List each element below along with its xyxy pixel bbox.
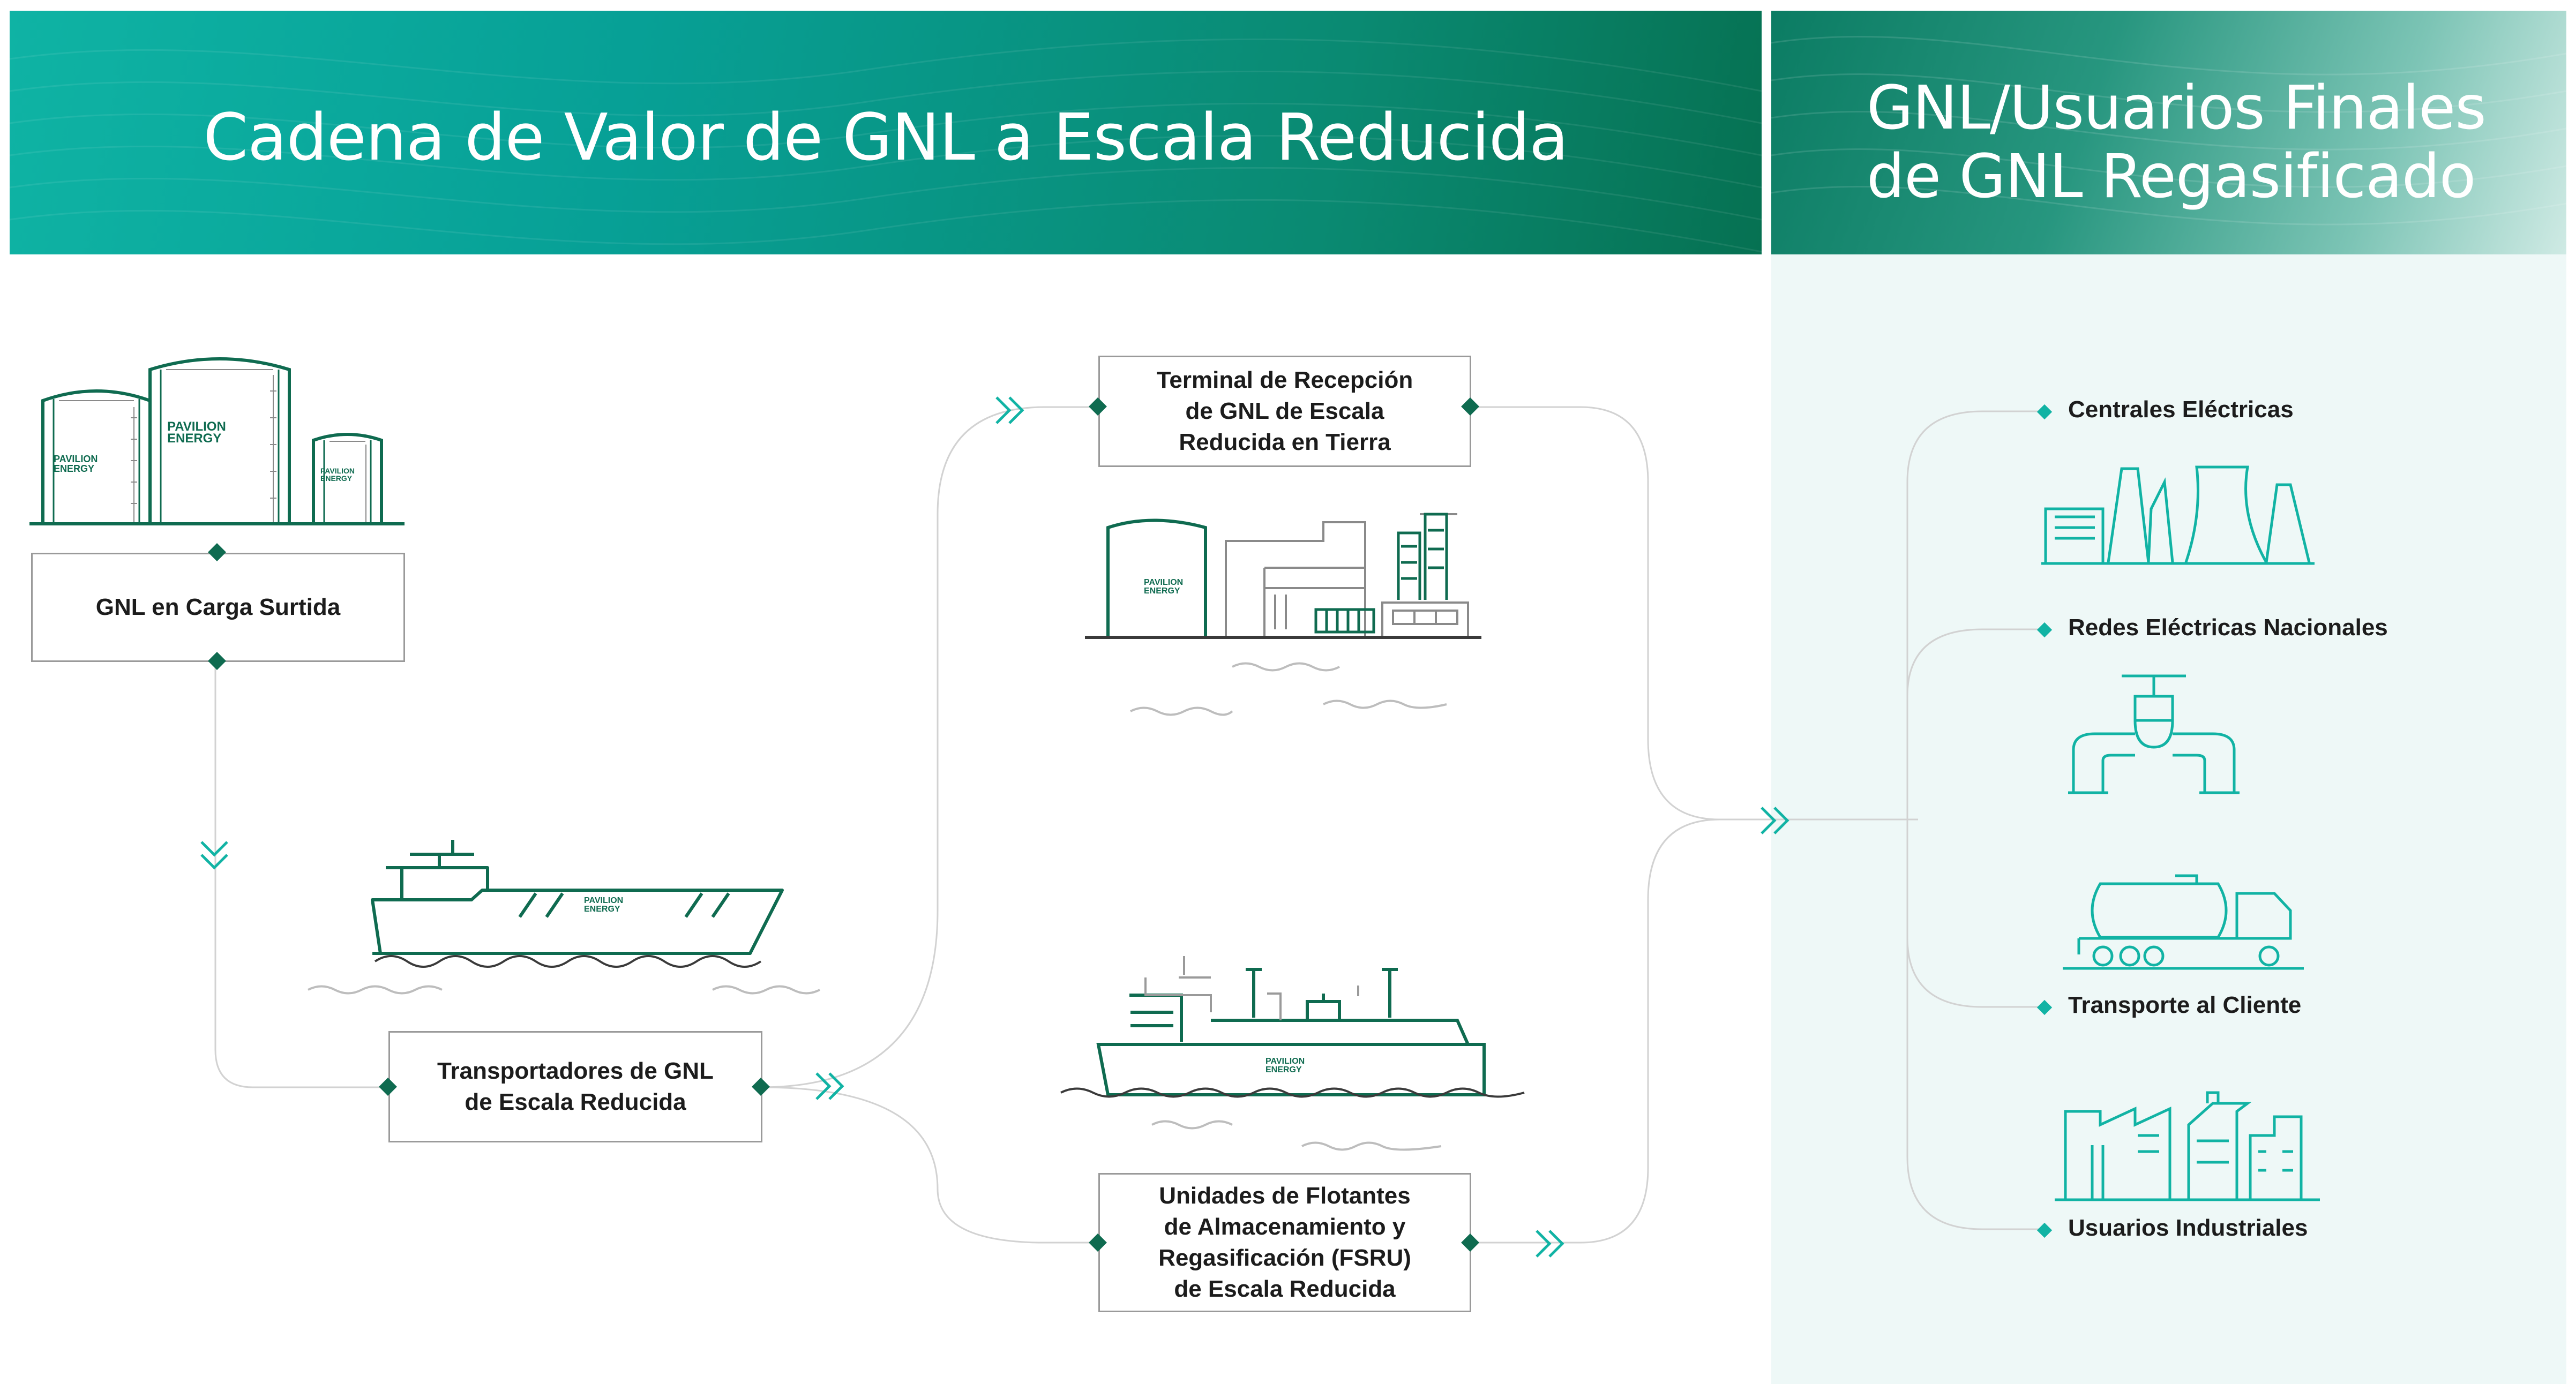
terminal-label-line1: Terminal de Recepción <box>1156 367 1413 393</box>
connector-fsru-to-users <box>1470 818 1720 1244</box>
power-plant-icon <box>2041 465 2315 565</box>
chevron-right-icon <box>1761 807 1789 834</box>
value-chain-title: Cadena de Valor de GNL a Escala Reducida <box>203 101 1568 175</box>
connector-carriers-to-fsru <box>760 1086 1098 1244</box>
header-wave-pattern <box>10 38 1762 253</box>
terminal-label-line2: de GNL de Escala <box>1185 398 1384 424</box>
connector-source-to-carriers <box>214 662 390 1088</box>
brand-logo: PAVILION ENERGY <box>54 454 98 473</box>
fsru-label-line2: de Almacenamiento y <box>1164 1214 1406 1240</box>
fsru-label-line3: Regasificación (FSRU) <box>1158 1245 1411 1271</box>
carriers-label-line2: de Escala Reducida <box>465 1089 686 1115</box>
brand-logo-line1: PAVILION <box>320 467 355 475</box>
brand-logo-line2: ENERGY <box>320 474 353 483</box>
end-user-industrial: Usuarios Industriales <box>2068 1215 2308 1241</box>
end-users-title: GNL/Usuarios Finales de GNL Regasificado <box>1867 73 2487 212</box>
fsru-label-line1: Unidades de Flotantes <box>1159 1183 1411 1209</box>
brand-logo-line1: PAVILION <box>54 454 98 464</box>
end-users-title-line2: de GNL Regasificado <box>1867 142 2476 212</box>
connector-carriers-to-terminal <box>760 406 1098 1088</box>
chevron-right-icon <box>815 1072 844 1100</box>
brand-logo-line1: PAVILION <box>1265 1057 1305 1066</box>
brand-logo-line2: ENERGY <box>584 905 620 914</box>
connector-to-national-grid <box>1906 628 2041 697</box>
connector-to-industrial <box>1906 819 2041 1230</box>
end-user-national-grid: Redes Eléctricas Nacionales <box>2068 614 2388 641</box>
pipeline-valve-icon <box>2068 674 2240 794</box>
fsru-label-line4: de Escala Reducida <box>1174 1276 1396 1302</box>
brand-logo-line1: PAVILION <box>1144 578 1184 587</box>
carriers-box: Transportadores de GNL de Escala Reducid… <box>388 1031 762 1142</box>
chevron-right-icon <box>995 396 1024 424</box>
brand-logo: PAVILION ENERGY <box>167 419 226 446</box>
brand-logo: PAVILION ENERGY <box>1265 1057 1305 1074</box>
tanker-truck-icon <box>2063 874 2304 970</box>
brand-logo: PAVILION ENERGY <box>320 467 355 482</box>
brand-logo-line2: ENERGY <box>167 431 222 446</box>
chevron-right-icon <box>1536 1230 1564 1258</box>
terminal-label-line3: Reducida en Tierra <box>1179 429 1391 455</box>
brand-logo-line2: ENERGY <box>54 463 95 474</box>
lng-source-label: GNL en Carga Surtida <box>95 594 341 620</box>
end-users-header: GNL/Usuarios Finales de GNL Regasificado <box>1771 11 2566 254</box>
value-chain-header: Cadena de Valor de GNL a Escala Reducida <box>10 11 1762 254</box>
carriers-label: Transportadores de GNL de Escala Reducid… <box>437 1056 714 1118</box>
end-user-power-plants: Centrales Eléctricas <box>2068 396 2294 423</box>
connector-to-power-plants <box>1906 410 2041 819</box>
brand-logo-line1: PAVILION <box>584 896 624 905</box>
brand-logo: PAVILION ENERGY <box>584 897 623 914</box>
header-wave-pattern <box>1771 36 2566 225</box>
fsru-label: Unidades de Flotantes de Almacenamiento … <box>1158 1180 1411 1305</box>
fsru-box: Unidades de Flotantes de Almacenamiento … <box>1098 1173 1471 1312</box>
onshore-terminal-label: Terminal de Recepción de GNL de Escala R… <box>1157 365 1413 458</box>
end-users-title-line1: GNL/Usuarios Finales <box>1867 73 2487 143</box>
chevron-down-icon <box>200 841 228 870</box>
carriers-label-line1: Transportadores de GNL <box>437 1058 714 1084</box>
brand-logo-line1: PAVILION <box>167 419 226 434</box>
industrial-factory-icon <box>2055 1091 2320 1201</box>
brand-logo-line2: ENERGY <box>1144 586 1180 596</box>
brand-logo-line2: ENERGY <box>1265 1065 1302 1074</box>
lng-source-box: GNL en Carga Surtida <box>31 553 405 662</box>
connector-terminal-to-users <box>1470 406 1918 821</box>
brand-logo: PAVILION ENERGY <box>1144 578 1183 596</box>
onshore-terminal-box: Terminal de Recepción de GNL de Escala R… <box>1098 356 1471 467</box>
end-user-transport: Transporte al Cliente <box>2068 992 2302 1018</box>
